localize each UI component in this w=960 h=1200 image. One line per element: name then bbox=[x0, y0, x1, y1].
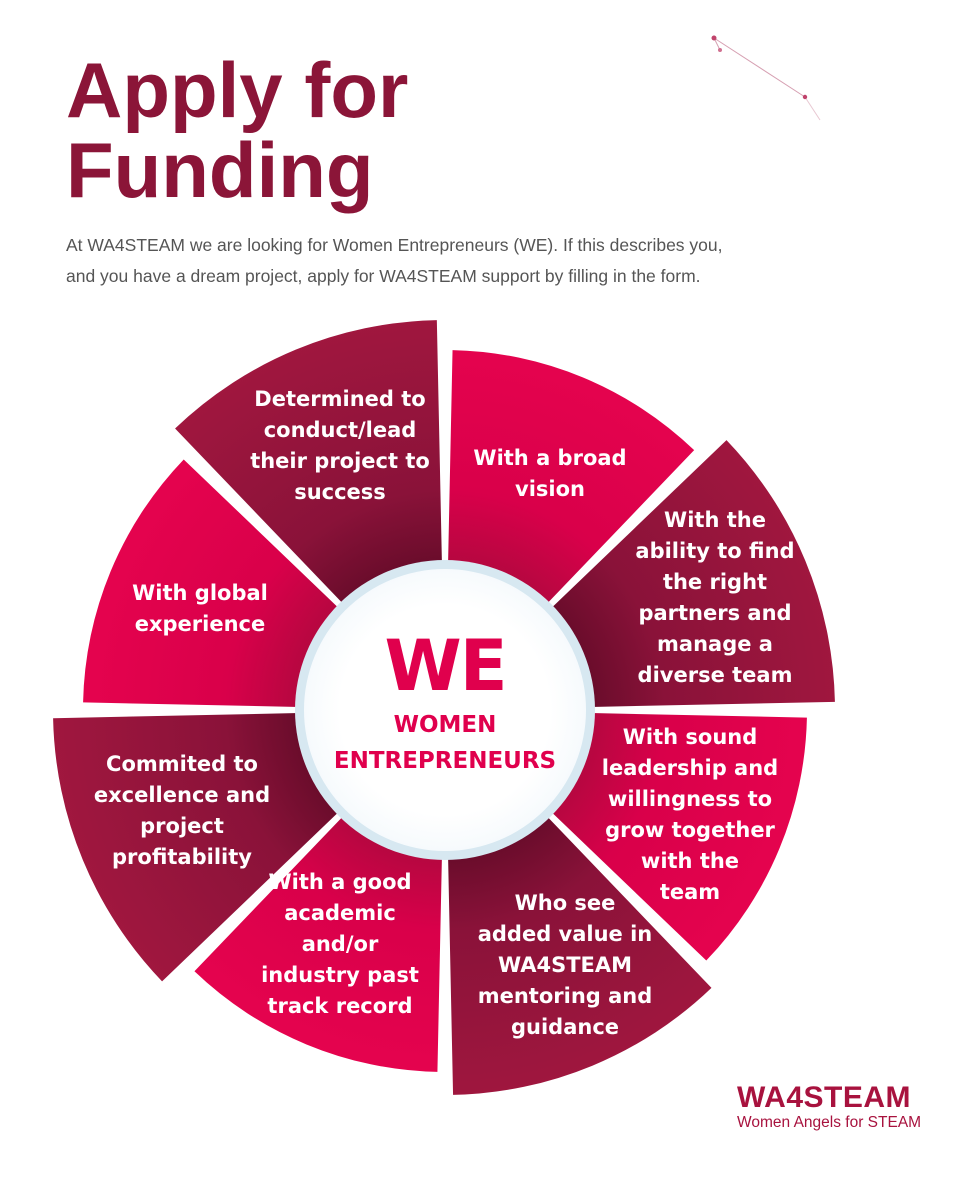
wheel-segment-line: leadership and bbox=[602, 756, 778, 780]
wheel-segment-line: vision bbox=[515, 477, 585, 501]
wheel-segment-line: and/or bbox=[302, 932, 379, 956]
wheel-segment-line: Who see bbox=[515, 891, 616, 915]
wheel-segment-line: success bbox=[294, 480, 386, 504]
wheel-segment-label-3: With sound leadership and willingness to gr… bbox=[602, 725, 778, 904]
wheel-segment-6 bbox=[53, 712, 344, 982]
wheel-segment-4 bbox=[447, 811, 712, 1095]
constellation-decoration-icon bbox=[711, 35, 821, 121]
page-title-line-1: Apply for bbox=[66, 46, 409, 134]
wa4steam-logo: WA4STEAM Women Angels for STEAM bbox=[737, 1082, 921, 1132]
intro-text: At WA4STEAM we are looking for Women Ent… bbox=[66, 230, 826, 292]
wheel-segment-line: industry past bbox=[261, 963, 419, 987]
wheel-segment-line: Commited to bbox=[106, 752, 258, 776]
wheel-segment-line: partners and bbox=[638, 601, 791, 625]
page-title-line-2: Funding bbox=[66, 126, 374, 214]
wheel-segment-1 bbox=[447, 350, 695, 609]
wheel-segment-label-4: Who see added value in WA4STEAM mentoring a… bbox=[478, 891, 653, 1039]
wheel-segment-7 bbox=[83, 459, 344, 708]
wheel-segment-line: conduct/lead bbox=[264, 418, 417, 442]
wheel-segment-label-8: Determined to conduct/lead their project t… bbox=[250, 387, 430, 504]
wheel-segment-line: WA4STEAM bbox=[498, 953, 632, 977]
wheel-segment-8 bbox=[175, 320, 443, 609]
wheel-segment-3 bbox=[546, 712, 807, 961]
wheel-segment-line: project bbox=[140, 814, 224, 838]
wheel-segment-line: manage a bbox=[657, 632, 773, 656]
wheel-segment-line: With sound bbox=[623, 725, 758, 749]
hub-we-label: WE bbox=[384, 625, 505, 707]
wheel-segment-line: With global bbox=[132, 581, 268, 605]
hub-women-label: WOMEN bbox=[394, 712, 497, 738]
intro-line-2: and you have a dream project, apply for … bbox=[66, 266, 701, 286]
wheel-segment-line: academic bbox=[284, 901, 396, 925]
wheel-segment-line: track record bbox=[267, 994, 412, 1018]
wheel-segment-line: team bbox=[660, 880, 720, 904]
wheel-segment-line: grow together bbox=[605, 818, 775, 842]
wheel-segment-line: With a broad bbox=[473, 446, 626, 470]
wheel-segment-label-5: With a good academic and/or industry past tr… bbox=[261, 870, 419, 1018]
wheel-segment-line: mentoring and bbox=[478, 984, 653, 1008]
wheel-segment-line: With a good bbox=[268, 870, 411, 894]
page-title: Apply for Funding bbox=[66, 50, 408, 210]
wheel-segment-2 bbox=[546, 440, 835, 708]
intro-line-1: At WA4STEAM we are looking for Women Ent… bbox=[66, 235, 723, 255]
wheel-segment-line: added value in bbox=[478, 922, 653, 946]
hub-circle bbox=[304, 569, 586, 851]
wheel-segment-5 bbox=[194, 811, 443, 1072]
wheel-segment-label-6: Commited to excellence and project profitab… bbox=[94, 752, 270, 869]
hub-entrepreneurs-label: ENTREPRENEURS bbox=[334, 748, 556, 774]
wheel-segment-line: with the bbox=[641, 849, 739, 873]
wheel-segment-line: ability to find bbox=[635, 539, 794, 563]
logo-tagline: Women Angels for STEAM bbox=[737, 1114, 922, 1131]
wheel-segment-label-2: With the ability to find the right partners… bbox=[635, 508, 794, 687]
wheel-segment-line: guidance bbox=[511, 1015, 619, 1039]
wheel-segment-line: their project to bbox=[250, 449, 430, 473]
wheel-segment-line: the right bbox=[663, 570, 767, 594]
wheel-segment-line: experience bbox=[135, 612, 266, 636]
wheel-segment-label-1: With a broad vision bbox=[473, 446, 626, 501]
wheel-segment-line: excellence and bbox=[94, 783, 270, 807]
wheel-segment-line: Determined to bbox=[254, 387, 425, 411]
logo-name: WA4STEAM bbox=[737, 1081, 912, 1114]
wheel-segment-line: diverse team bbox=[638, 663, 793, 687]
wheel-segment-line: willingness to bbox=[608, 787, 772, 811]
wheel-segment-line: With the bbox=[664, 508, 766, 532]
wheel-segment-line: profitability bbox=[112, 845, 252, 869]
wheel-segment-label-7: With global experience bbox=[132, 581, 268, 636]
